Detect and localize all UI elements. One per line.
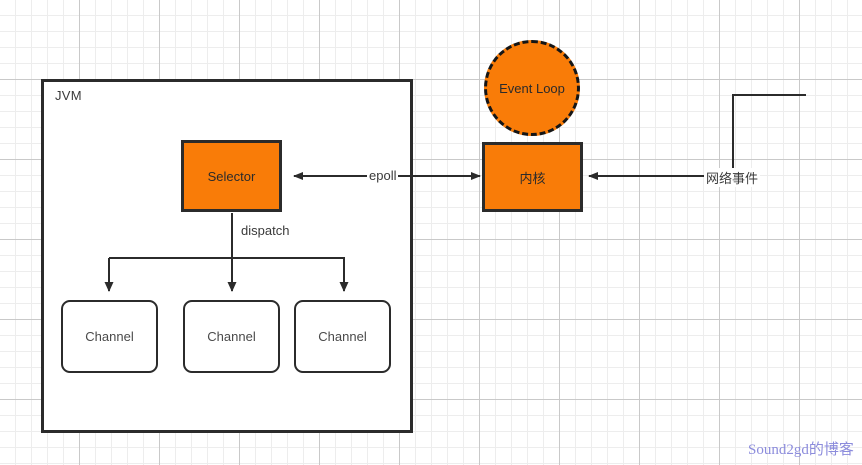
jvm-container xyxy=(41,79,413,433)
node-event-loop-label: Event Loop xyxy=(499,80,565,96)
node-event-loop[interactable]: Event Loop xyxy=(484,40,580,136)
node-channel-3-label: Channel xyxy=(318,329,367,344)
node-selector-label: Selector xyxy=(207,168,256,184)
edge-network-event xyxy=(588,94,806,180)
edge-label-network-event: 网络事件 xyxy=(704,168,761,187)
edge-label-dispatch: dispatch xyxy=(241,223,290,238)
watermark: Sound2gd的博客 xyxy=(748,442,854,458)
edge-label-epoll: epoll xyxy=(367,168,399,183)
jvm-label: JVM xyxy=(55,88,82,103)
node-channel-2-label: Channel xyxy=(207,329,256,344)
node-kernel-label: 内核 xyxy=(519,170,546,186)
node-kernel[interactable]: 内核 xyxy=(482,142,583,212)
node-selector[interactable]: Selector xyxy=(181,140,282,212)
node-channel-1[interactable]: Channel xyxy=(61,300,158,373)
node-channel-3[interactable]: Channel xyxy=(294,300,391,373)
node-channel-1-label: Channel xyxy=(85,329,134,344)
node-channel-2[interactable]: Channel xyxy=(183,300,280,373)
